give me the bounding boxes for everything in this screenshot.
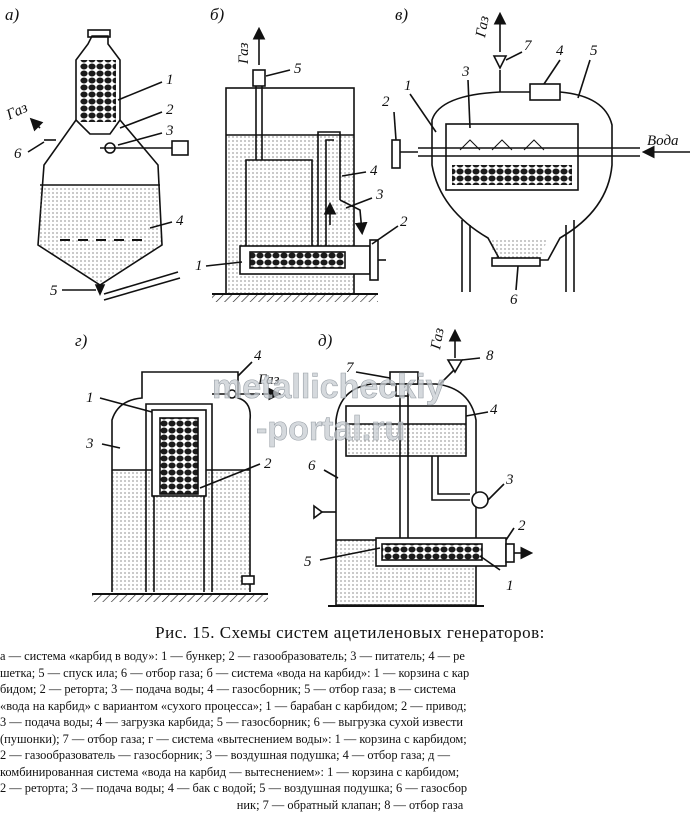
panel-d-callout-4: 4 xyxy=(490,402,498,418)
panel-a-callout-6: 6 xyxy=(14,146,22,162)
panel-d-callout-7: 7 xyxy=(346,360,355,376)
panel-a: а) xyxy=(5,5,189,301)
panel-g-label: г) xyxy=(75,331,88,350)
figure-legend: а — система «карбид в воду»: 1 — бункер;… xyxy=(0,648,700,813)
panel-a-label: а) xyxy=(5,5,20,24)
panel-v-callout-7: 7 xyxy=(524,38,533,54)
watermark-line-2: -portal.ru xyxy=(256,410,405,448)
panel-v-water-label: Вода xyxy=(647,133,679,149)
legend-line: шетка; 5 — спуск ила; 6 — отбор газа; б … xyxy=(0,665,470,680)
panel-v-callout-2: 2 xyxy=(382,94,390,110)
panel-d-callout-1: 1 xyxy=(506,578,514,594)
panel-d-callout-8: 8 xyxy=(486,348,494,364)
panel-v-callout-4: 4 xyxy=(556,43,564,59)
panel-g-callout-1: 1 xyxy=(86,390,94,406)
panel-g-callout-2: 2 xyxy=(264,456,272,472)
panel-b-callout-5: 5 xyxy=(294,61,302,77)
panel-a-callout-1: 1 xyxy=(166,72,174,88)
panel-v-gas-label: Газ xyxy=(473,15,493,40)
panel-v-label: в) xyxy=(395,5,408,24)
panel-d: д) xyxy=(313,328,534,607)
legend-line: 3 — подача воды; 4 — загрузка карбида; 5… xyxy=(0,715,464,729)
panel-a-callout-3: 3 xyxy=(165,123,174,139)
legend-line: ник; 7 — обратный клапан; 8 — отбор газа xyxy=(236,797,464,812)
legend-line: бидом; 2 — реторта; 3 — подача воды; 4 —… xyxy=(0,682,456,696)
panel-v-callout-6: 6 xyxy=(510,292,518,308)
panel-b-gas-label: Газ xyxy=(236,42,252,65)
panel-g-callout-4: 4 xyxy=(254,348,262,364)
panel-g-callout-3: 3 xyxy=(85,436,94,452)
panel-a-callout-4: 4 xyxy=(176,213,184,229)
panel-a-callout-5: 5 xyxy=(50,283,58,299)
legend-line: 2 — реторта; 3 — подача воды; 4 — бак с … xyxy=(0,781,468,795)
panel-b-label: б) xyxy=(210,5,225,24)
panel-b-callout-4: 4 xyxy=(370,163,378,179)
panel-d-callout-5: 5 xyxy=(304,554,312,570)
panel-d-callout-3: 3 xyxy=(505,472,514,488)
watermark-line-1: metallicheckiy xyxy=(212,368,445,406)
panel-v-callout-3: 3 xyxy=(461,64,470,80)
legend-line: (пушонки); 7 — отбор газа; г — система «… xyxy=(0,731,467,746)
panel-v-callout-1: 1 xyxy=(404,78,412,94)
legend-line: комбинированная система «вода на карбид … xyxy=(0,764,460,779)
panel-b: б) xyxy=(205,5,399,302)
panel-b-callout-3: 3 xyxy=(375,187,384,203)
panel-d-label: д) xyxy=(318,331,333,350)
legend-line: «вода на карбид» с вариантом «сухого про… xyxy=(0,698,467,713)
panel-a-gas-label: Газ xyxy=(3,100,30,124)
panel-v: в) xyxy=(391,5,690,292)
panel-b-callout-1: 1 xyxy=(195,258,203,274)
generator-diagrams: а) Газ 1 2 3 4 5 xyxy=(3,5,690,607)
panel-b-callout-2: 2 xyxy=(400,214,408,230)
panel-d-callout-2: 2 xyxy=(518,518,526,534)
panel-d-callout-6: 6 xyxy=(308,458,316,474)
panel-a-callout-2: 2 xyxy=(166,102,174,118)
panel-g: г) xyxy=(75,331,282,602)
panel-d-gas-label: Газ xyxy=(428,327,448,352)
legend-line: 2 — газообразователь — газосборник; 3 — … xyxy=(0,748,450,762)
panel-v-callout-5: 5 xyxy=(590,43,598,59)
legend-line: а — система «карбид в воду»: 1 — бункер;… xyxy=(0,649,465,663)
figure-caption: Рис. 15. Схемы систем ацетиленовых генер… xyxy=(155,623,545,642)
panel-g-gas-label: Газ xyxy=(257,372,280,388)
